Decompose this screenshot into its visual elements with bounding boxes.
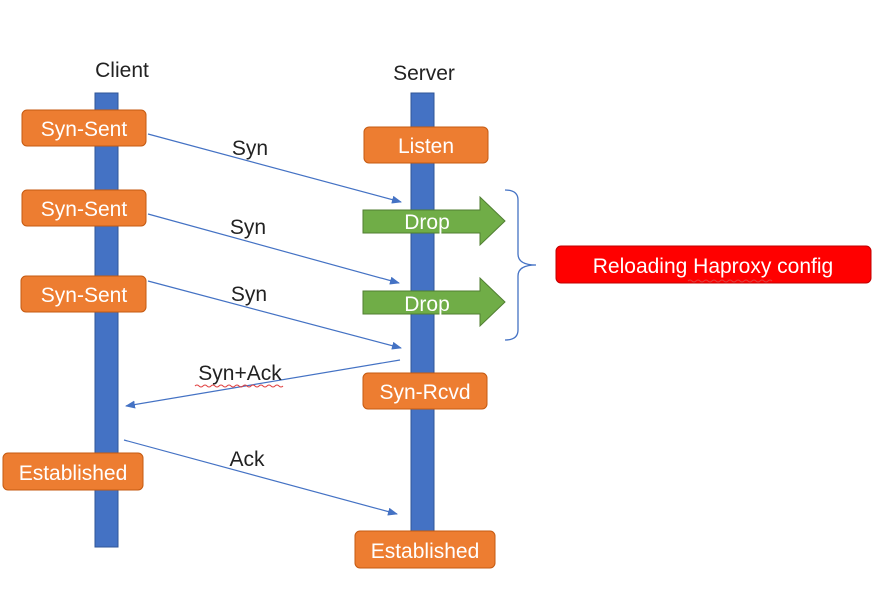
ack-message-arrow <box>123 439 398 516</box>
svg-text:Drop: Drop <box>404 211 450 234</box>
svg-text:Syn-Rcvd: Syn-Rcvd <box>379 381 470 404</box>
server-state-established: Established <box>354 530 496 569</box>
drop-arrow-1: Drop <box>362 195 506 247</box>
syn-message-2-arrow <box>147 213 400 285</box>
svg-text:Syn-Sent: Syn-Sent <box>41 118 128 141</box>
client-state-syn-sent-1: Syn-Sent <box>21 109 147 147</box>
svg-text:Established: Established <box>19 462 128 485</box>
svg-text:Syn-Sent: Syn-Sent <box>41 284 128 307</box>
syn-message-3-arrow <box>147 280 402 350</box>
client-state-established: Established <box>2 452 144 491</box>
syn-ack-message-arrow <box>125 359 401 409</box>
drop-arrow-2: Drop <box>362 276 506 328</box>
syn-message-1-arrow <box>147 133 402 204</box>
svg-text:Reloading Haproxy config: Reloading Haproxy config <box>593 255 833 278</box>
drop-group-brace <box>504 189 537 341</box>
client-state-syn-sent-2: Syn-Sent <box>21 189 147 227</box>
reload-haproxy-annotation: Reloading Haproxy config <box>555 245 872 284</box>
server-lifeline-label: Server <box>393 62 455 85</box>
haproxy-spellcheck-squiggle <box>687 279 773 283</box>
server-state-listen: Listen <box>363 126 489 164</box>
svg-text:Listen: Listen <box>398 135 454 158</box>
client-lifeline-label: Client <box>95 59 149 82</box>
syn-message-1-label: Syn <box>232 137 268 160</box>
syn-message-3-label: Syn <box>231 283 267 306</box>
ack-message-label: Ack <box>229 448 265 471</box>
svg-text:Established: Established <box>371 540 480 563</box>
svg-text:Syn-Sent: Syn-Sent <box>41 198 128 221</box>
server-state-syn-rcvd: Syn-Rcvd <box>362 372 488 410</box>
syn-ack-message-label: Syn+Ack <box>198 362 282 385</box>
syn-ack-spellcheck-squiggle <box>194 384 284 388</box>
syn-message-2-label: Syn <box>230 216 266 239</box>
client-state-syn-sent-3: Syn-Sent <box>20 275 147 313</box>
svg-text:Drop: Drop <box>404 293 450 316</box>
